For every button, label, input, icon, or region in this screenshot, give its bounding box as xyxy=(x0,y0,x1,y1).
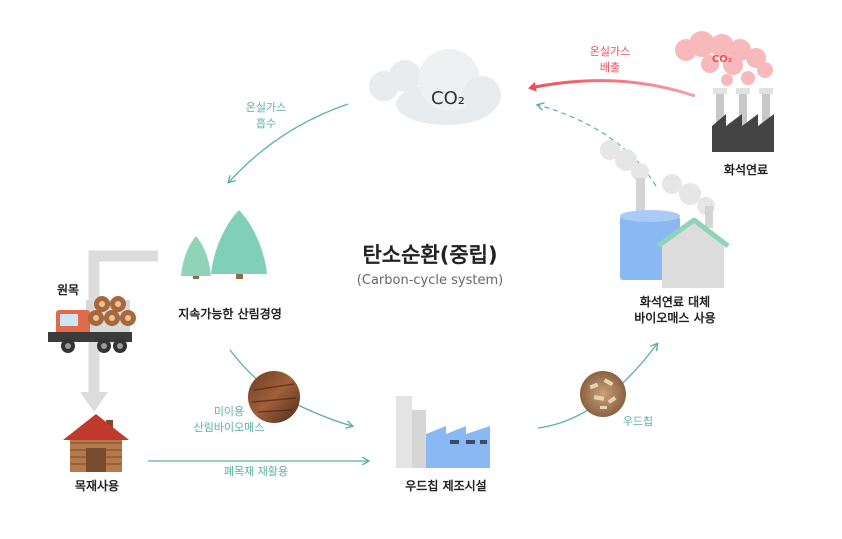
factory-label: 우드칩 제조시설 xyxy=(405,479,487,493)
diagram-subtitle: (Carbon-cycle system) xyxy=(356,273,504,288)
recycle-label: 폐목재 재활용 xyxy=(223,465,289,478)
log-path-arrow xyxy=(88,250,158,400)
log-truck-icon xyxy=(48,296,136,353)
unused-biomass-label: 미이용 산림바이오매스 xyxy=(193,405,265,434)
woodchip-factory-icon xyxy=(396,396,490,468)
co2-cloud-icon xyxy=(369,49,501,125)
log-path-arrowhead xyxy=(80,392,108,412)
biomass-plant-icon xyxy=(600,140,730,288)
absorb-arrow xyxy=(229,103,349,182)
emission-label: 온실가스 배출 xyxy=(589,45,631,74)
grey-smoke xyxy=(600,140,715,215)
fossil-factory-icon xyxy=(675,31,774,152)
wood-use-label: 목재사용 xyxy=(74,479,120,493)
forest-to-factory-arrow xyxy=(229,349,352,426)
absorb-label: 온실가스 흡수 xyxy=(245,101,287,130)
emission-co2-label: CO₂ xyxy=(711,54,733,65)
diagram-title: 탄소순환(중립) xyxy=(362,243,498,267)
forest-icon xyxy=(181,210,267,279)
fossil-label: 화석연료 xyxy=(723,163,769,177)
log-cabin-icon xyxy=(63,414,129,472)
cloud-co2-label: CO₂ xyxy=(431,88,465,109)
woodchip-label: 우드칩 xyxy=(622,415,654,428)
biomass-return-arrow xyxy=(538,105,657,187)
log-label: 원목 xyxy=(56,283,80,297)
red-smoke xyxy=(675,31,773,86)
unused-biomass-icon xyxy=(248,371,300,423)
woodchip-icon xyxy=(580,371,626,417)
emission-arrow xyxy=(528,79,696,98)
forest-label: 지속가능한 산림경영 xyxy=(178,307,282,321)
biomass-use-label: 화석연료 대체 바이오매스 사용 xyxy=(634,295,716,325)
